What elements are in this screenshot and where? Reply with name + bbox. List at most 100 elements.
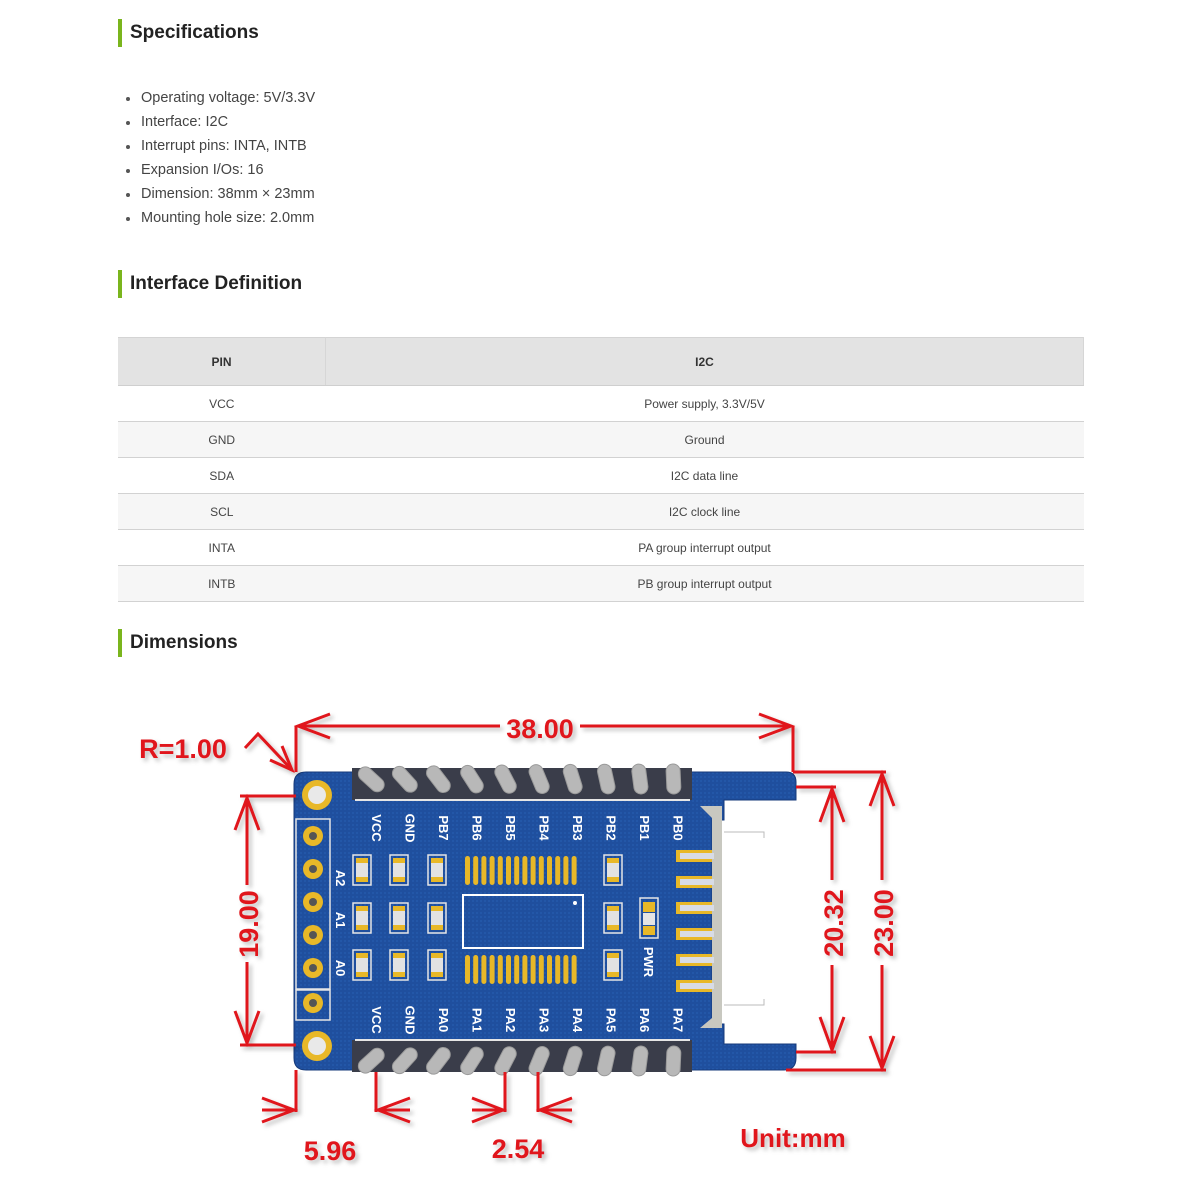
ic-pad xyxy=(571,856,577,885)
ic-pad xyxy=(489,856,495,885)
ic-pad xyxy=(563,856,569,885)
header-pin xyxy=(665,763,682,795)
pwr-led xyxy=(639,897,659,939)
smd-resistor xyxy=(427,854,447,886)
smd-resistor xyxy=(427,949,447,981)
left-header-pads xyxy=(303,826,323,1013)
pin-cell: SDA xyxy=(118,457,326,494)
address-label-a1: A1 xyxy=(333,912,348,929)
top-pin-label: PB6 xyxy=(470,815,485,840)
mounting-holes xyxy=(302,780,332,1061)
header-pin xyxy=(494,764,517,794)
ic-pad xyxy=(563,955,569,984)
smd-resistor xyxy=(389,854,409,886)
dimension-connector-height-label: 20.32 xyxy=(819,889,849,957)
ic-pad xyxy=(497,955,503,984)
ic-pad xyxy=(473,955,479,984)
header-pin xyxy=(597,763,616,795)
smd-resistor xyxy=(389,902,409,934)
header-pin xyxy=(665,1045,682,1077)
header-pin xyxy=(631,1045,649,1077)
bottom-pin-label: PA0 xyxy=(436,1008,451,1032)
smd-resistor xyxy=(603,854,623,886)
pin-cell: GND xyxy=(118,421,326,458)
ic-pad xyxy=(465,856,470,885)
smd-resistor xyxy=(389,949,409,981)
ic-pad xyxy=(481,856,487,885)
ic-pad xyxy=(465,955,470,984)
ic-pad xyxy=(571,955,577,984)
header-pin xyxy=(494,1046,517,1076)
smd-resistor xyxy=(352,854,372,886)
header-pin xyxy=(460,764,484,794)
smd-resistor xyxy=(352,949,372,981)
ic-pad xyxy=(538,856,544,885)
table-header-row: PIN I2C xyxy=(118,337,1084,386)
header-pin xyxy=(357,1047,385,1074)
ic-pad xyxy=(522,856,528,885)
header-pin xyxy=(426,765,451,794)
pwr-label: PWR xyxy=(641,947,656,978)
header-pin xyxy=(391,1047,418,1075)
top-pin-label: PB5 xyxy=(503,815,518,840)
ic-pad xyxy=(555,856,561,885)
bottom-pin-label: PA4 xyxy=(570,1008,585,1033)
address-label-a0: A0 xyxy=(333,960,348,977)
top-pin-label: PB0 xyxy=(671,815,686,840)
description-cell: I2C data line xyxy=(325,457,1084,494)
header-pin xyxy=(391,765,418,793)
column-header-i2c: I2C xyxy=(325,337,1084,386)
header-pin xyxy=(631,763,649,795)
specifications-list: Operating voltage: 5V/3.3V Interface: I2… xyxy=(122,86,315,230)
smd-resistor xyxy=(603,949,623,981)
bottom-header-pins xyxy=(357,1045,682,1077)
ic-pad xyxy=(522,955,528,984)
dimension-hole-spacing-label: 19.00 xyxy=(234,890,264,958)
interface-definition-heading: Interface Definition xyxy=(118,270,302,298)
pin-cell: VCC xyxy=(118,385,326,422)
bottom-pin-label: PA5 xyxy=(604,1008,619,1032)
ic-pad xyxy=(547,856,552,885)
description-cell: Power supply, 3.3V/5V xyxy=(325,385,1084,422)
ic-pad xyxy=(538,955,544,984)
bottom-pin-label: PA6 xyxy=(637,1008,652,1032)
dimension-pin-pitch-label: 2.54 xyxy=(492,1134,545,1164)
header-pin xyxy=(562,763,583,795)
ic-pad xyxy=(489,955,495,984)
header-pin xyxy=(460,1046,484,1076)
top-pin-label: GND xyxy=(403,814,418,843)
spec-item: Interrupt pins: INTA, INTB xyxy=(122,134,315,158)
header-pin xyxy=(528,1046,550,1076)
description-cell: PB group interrupt output xyxy=(325,565,1084,602)
ic-pad xyxy=(514,955,520,984)
connector-housing xyxy=(700,806,765,1028)
bottom-pin-label: VCC xyxy=(369,1006,384,1034)
header-pin xyxy=(357,766,385,793)
spec-item: Interface: I2C xyxy=(122,110,315,134)
column-header-pin: PIN xyxy=(118,337,326,386)
smd-resistor xyxy=(427,902,447,934)
top-header-pins xyxy=(357,763,682,795)
ic-pad xyxy=(481,955,487,984)
top-pin-label: PB3 xyxy=(570,815,585,840)
spec-item: Operating voltage: 5V/3.3V xyxy=(122,86,315,110)
ic-pad xyxy=(473,856,479,885)
pin-cell: INTA xyxy=(118,529,326,566)
description-cell: I2C clock line xyxy=(325,493,1084,530)
header-pin xyxy=(528,764,550,794)
ic-pads xyxy=(465,856,577,984)
dimension-radius-label: R=1.00 xyxy=(139,734,227,764)
pin-cell: INTB xyxy=(118,565,326,602)
connector-pins xyxy=(676,850,714,992)
top-pin-label: VCC xyxy=(369,814,384,842)
bottom-pin-label: GND xyxy=(403,1006,418,1035)
smd-resistor xyxy=(352,902,372,934)
ic-pad xyxy=(497,856,503,885)
specifications-heading: Specifications xyxy=(118,19,259,47)
top-pin-label: PB4 xyxy=(537,815,552,841)
